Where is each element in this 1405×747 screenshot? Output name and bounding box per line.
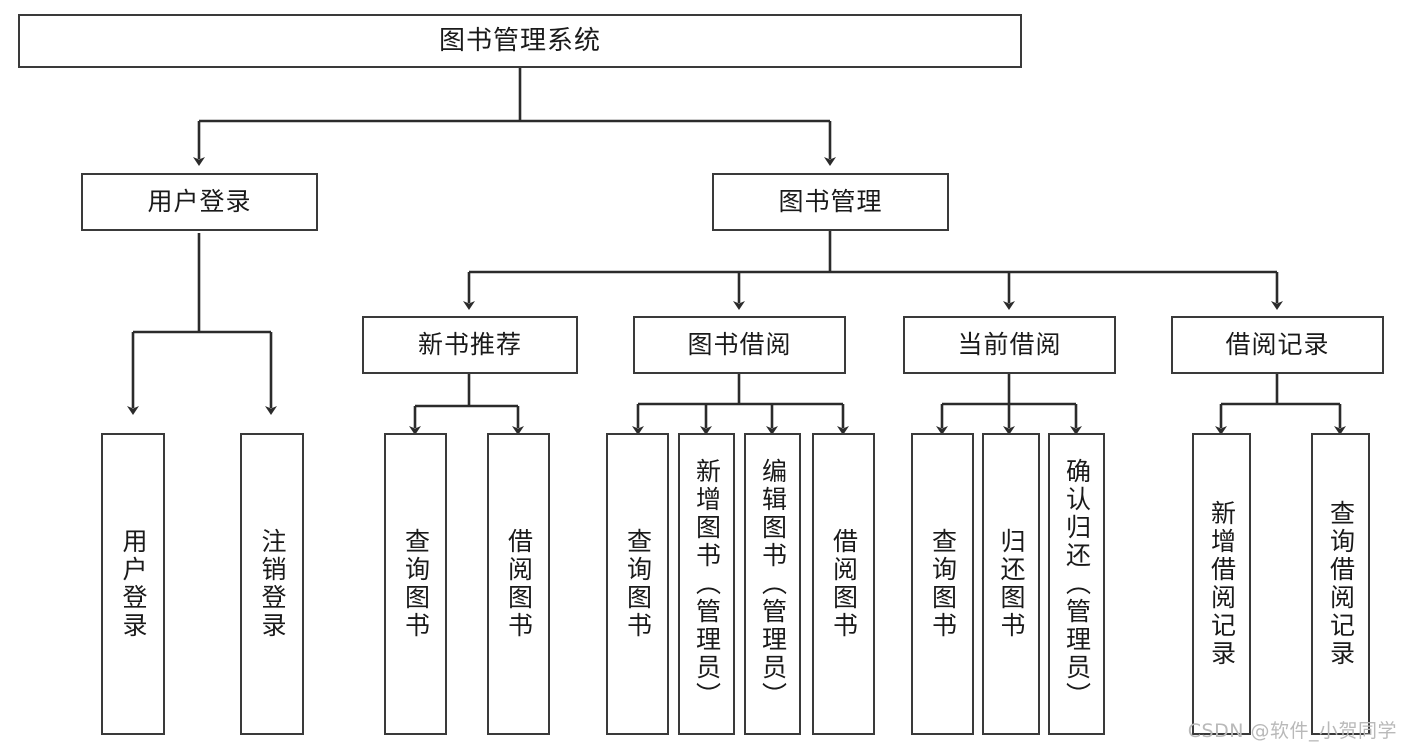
leaf-recommend-query-book[interactable]: 查询图书 (384, 433, 447, 735)
leaf-user-login[interactable]: 用户登录 (101, 433, 165, 735)
leaf-borrow-add-book-admin[interactable]: 新增图书（管理员） (678, 433, 735, 735)
leaf-current-return-book[interactable]: 归还图书 (982, 433, 1040, 735)
node-label: 注销登录 (258, 528, 287, 640)
node-book-borrow[interactable]: 图书借阅 (633, 316, 846, 374)
node-label: 新增借阅记录 (1207, 500, 1237, 668)
leaf-current-confirm-return-admin[interactable]: 确认归还（管理员） (1048, 433, 1105, 735)
node-user-login[interactable]: 用户登录 (81, 173, 318, 231)
node-label: 查询图书 (623, 528, 653, 640)
node-label: 新书推荐 (417, 330, 522, 360)
node-label: 用户登录 (147, 187, 252, 217)
leaf-borrow-query-book[interactable]: 查询图书 (606, 433, 669, 735)
node-label: 查询借阅记录 (1326, 500, 1356, 668)
node-label: 查询图书 (401, 528, 431, 640)
node-label: 图书管理系统 (438, 25, 601, 56)
node-label: 图书管理 (778, 187, 883, 217)
leaf-borrow-edit-book-admin[interactable]: 编辑图书（管理员） (744, 433, 801, 735)
node-label: 归还图书 (997, 528, 1026, 640)
node-label: 查询图书 (928, 528, 958, 640)
leaf-user-logout[interactable]: 注销登录 (240, 433, 304, 735)
node-label: 编辑图书（管理员） (758, 458, 788, 710)
leaf-record-add-borrow-record[interactable]: 新增借阅记录 (1192, 433, 1251, 735)
node-current-borrow[interactable]: 当前借阅 (903, 316, 1116, 374)
node-label: 用户登录 (119, 528, 148, 640)
leaf-recommend-borrow-book[interactable]: 借阅图书 (487, 433, 550, 735)
node-borrow-record[interactable]: 借阅记录 (1171, 316, 1384, 374)
node-label: 借阅图书 (829, 528, 859, 640)
node-root-system[interactable]: 图书管理系统 (18, 14, 1022, 68)
watermark-credit: CSDN @软件_小贺同学 (1187, 720, 1397, 742)
node-label: 图书借阅 (687, 330, 792, 360)
leaf-current-query-book[interactable]: 查询图书 (911, 433, 974, 735)
node-label: 当前借阅 (957, 330, 1062, 360)
node-new-book-recommend[interactable]: 新书推荐 (362, 316, 578, 374)
leaf-record-query-borrow-record[interactable]: 查询借阅记录 (1311, 433, 1370, 735)
leaf-borrow-borrow-book[interactable]: 借阅图书 (812, 433, 875, 735)
node-label: 确认归还（管理员） (1062, 458, 1092, 710)
node-book-management[interactable]: 图书管理 (712, 173, 949, 231)
node-label: 借阅图书 (504, 528, 534, 640)
node-label: 新增图书（管理员） (692, 458, 722, 710)
node-label: 借阅记录 (1225, 330, 1330, 360)
